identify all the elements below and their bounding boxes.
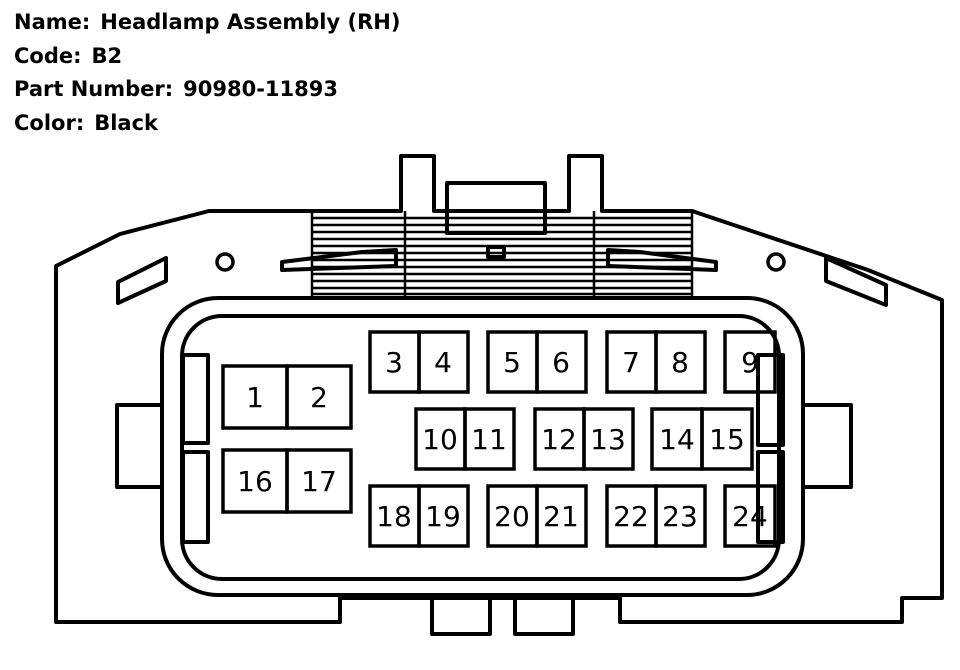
code-row: Code: B2	[14, 40, 400, 74]
code-value: B2	[91, 43, 123, 68]
right-mount-hole	[766, 252, 786, 272]
pin-label-10: 10	[422, 423, 458, 456]
pin-label-4: 4	[434, 346, 452, 379]
color-value: Black	[94, 110, 159, 135]
right-guide-arrow	[606, 248, 718, 272]
left-side-tab-lower	[181, 450, 210, 544]
pin-label-15: 15	[709, 423, 745, 456]
pin-label-13: 13	[590, 423, 626, 456]
left-mount-hole	[215, 252, 235, 272]
left-outer-tab	[115, 403, 164, 489]
bottom-tab-left	[430, 598, 492, 636]
part-number-label: Part Number:	[14, 77, 174, 101]
pin-cavity-9	[723, 330, 777, 394]
bottom-tab-right	[513, 598, 575, 636]
pin-label-17: 17	[301, 465, 337, 498]
color-row: Color: Black	[14, 107, 400, 141]
pin-label-5: 5	[503, 346, 521, 379]
name-row: Name: Headlamp Assembly (RH)	[14, 6, 400, 40]
pin-label-12: 12	[541, 423, 577, 456]
pin-cavity-23	[654, 484, 707, 548]
pin-label-19: 19	[425, 500, 461, 533]
pin-label-14: 14	[659, 423, 695, 456]
connector-housing-outline	[54, 154, 944, 624]
lock-ribbing	[310, 211, 694, 296]
part-number-value: 90980-11893	[183, 77, 338, 101]
inner-shell-inner	[180, 314, 781, 581]
pin-cavity-6	[535, 330, 588, 394]
pin-label-2: 2	[310, 381, 328, 414]
right-outer-tab	[801, 403, 853, 489]
name-value: Headlamp Assembly (RH)	[100, 10, 401, 34]
pin-cavity-24	[723, 484, 777, 548]
left-side-tab-upper	[181, 353, 210, 445]
pin-cavity-21	[535, 484, 588, 548]
code-label: Code:	[14, 43, 82, 68]
pin-cavity-19	[417, 484, 470, 548]
pin-label-8: 8	[671, 346, 689, 379]
connector-info: Name: Headlamp Assembly (RH) Code: B2 Part…	[14, 6, 400, 140]
pin-label-6: 6	[552, 346, 570, 379]
pin-cavity-11	[463, 407, 516, 471]
part-number-row: Part Number: 90980-11893	[14, 73, 400, 107]
pin-cavity-8	[654, 330, 707, 394]
right-side-tab-upper	[756, 353, 785, 447]
pin-label-16: 16	[237, 465, 273, 498]
pin-cavity-2	[285, 364, 353, 430]
pin-label-24: 24	[732, 500, 768, 533]
pin-cavity-4	[417, 330, 470, 394]
pin-label-1: 1	[246, 381, 264, 414]
pin-label-11: 11	[471, 423, 507, 456]
left-ear	[116, 256, 168, 305]
name-label: Name:	[14, 10, 91, 34]
pin-label-18: 18	[376, 500, 412, 533]
pin-label-21: 21	[543, 500, 579, 533]
pin-label-9: 9	[741, 346, 759, 379]
right-ear	[824, 256, 888, 307]
pin-cavity-15	[700, 407, 754, 471]
pin-label-22: 22	[613, 500, 649, 533]
pin-label-20: 20	[494, 500, 530, 533]
pin-cavity-13	[582, 407, 635, 471]
color-label: Color:	[14, 110, 85, 135]
right-side-tab-lower	[756, 450, 785, 544]
pin-cavity-17	[285, 448, 353, 514]
pin-label-23: 23	[662, 500, 698, 533]
pin-label-7: 7	[622, 346, 640, 379]
pin-label-3: 3	[385, 346, 403, 379]
